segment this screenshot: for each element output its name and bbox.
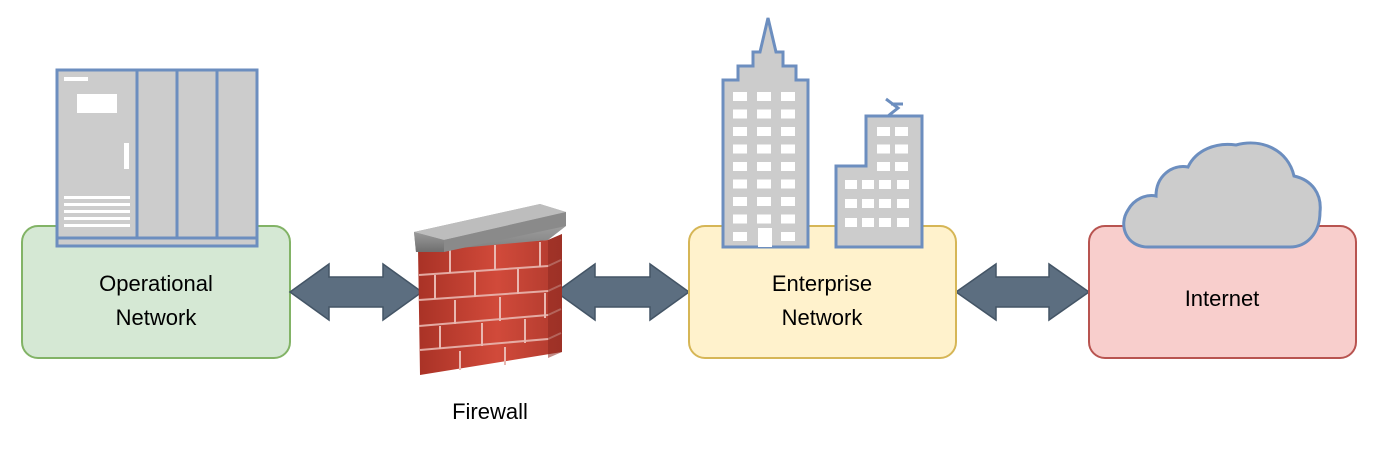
building-window	[757, 92, 771, 101]
operational-network-label-line1: Operational	[99, 271, 213, 296]
enterprise-network-label-line1: Enterprise	[772, 271, 872, 296]
building-window	[895, 162, 908, 171]
building-window	[845, 199, 857, 208]
building-window	[781, 127, 795, 136]
building-window	[895, 127, 908, 136]
internet-node[interactable]: Internet	[1088, 225, 1357, 359]
building-window	[781, 109, 795, 119]
brick-firewall-icon[interactable]	[414, 204, 566, 375]
building-window	[757, 162, 771, 171]
operational-network-label-line2: Network	[116, 305, 198, 330]
building-window	[897, 180, 909, 189]
building-window	[733, 179, 747, 189]
building-window	[781, 92, 795, 101]
building-window	[877, 162, 890, 171]
building-window	[733, 144, 747, 154]
building-window	[757, 144, 771, 154]
arrow-operational-firewall	[288, 262, 424, 322]
building-window	[781, 162, 795, 171]
building-window	[733, 109, 747, 119]
building-window	[781, 179, 795, 189]
office-buildings-icon	[721, 17, 924, 249]
building-window	[781, 144, 795, 154]
enterprise-network-box	[688, 225, 957, 359]
cloud-icon	[1122, 141, 1322, 249]
building-window	[781, 232, 795, 241]
building-window	[897, 199, 909, 208]
building-window	[879, 180, 891, 189]
building-window	[733, 214, 747, 224]
firewall-label: Firewall	[452, 399, 528, 424]
building-window	[879, 199, 891, 208]
building-window	[845, 218, 857, 227]
arrow-enterprise-internet	[954, 262, 1091, 322]
building-window	[877, 127, 890, 136]
enterprise-network-label-line2: Network	[782, 305, 864, 330]
building-window	[757, 127, 771, 136]
building-window	[862, 218, 874, 227]
server-rack-icon	[55, 68, 259, 248]
building-window	[757, 197, 771, 206]
building-window	[862, 199, 874, 208]
building-window	[733, 197, 747, 206]
building-window	[781, 214, 795, 224]
building-window	[757, 214, 771, 224]
building-window	[733, 127, 747, 136]
building-window	[845, 180, 857, 189]
building-window	[757, 109, 771, 119]
building-window	[733, 232, 747, 241]
building-window	[733, 92, 747, 101]
enterprise-network-node[interactable]: Enterprise Network	[688, 225, 957, 359]
building-window	[733, 162, 747, 171]
building-window	[895, 144, 908, 154]
arrow-firewall-enterprise	[554, 262, 691, 322]
building-window	[781, 197, 795, 206]
building-window	[757, 179, 771, 189]
building-window	[877, 144, 890, 154]
building-window	[897, 218, 909, 227]
internet-label: Internet	[1185, 286, 1260, 311]
building-window	[879, 218, 891, 227]
building-window	[862, 180, 874, 189]
